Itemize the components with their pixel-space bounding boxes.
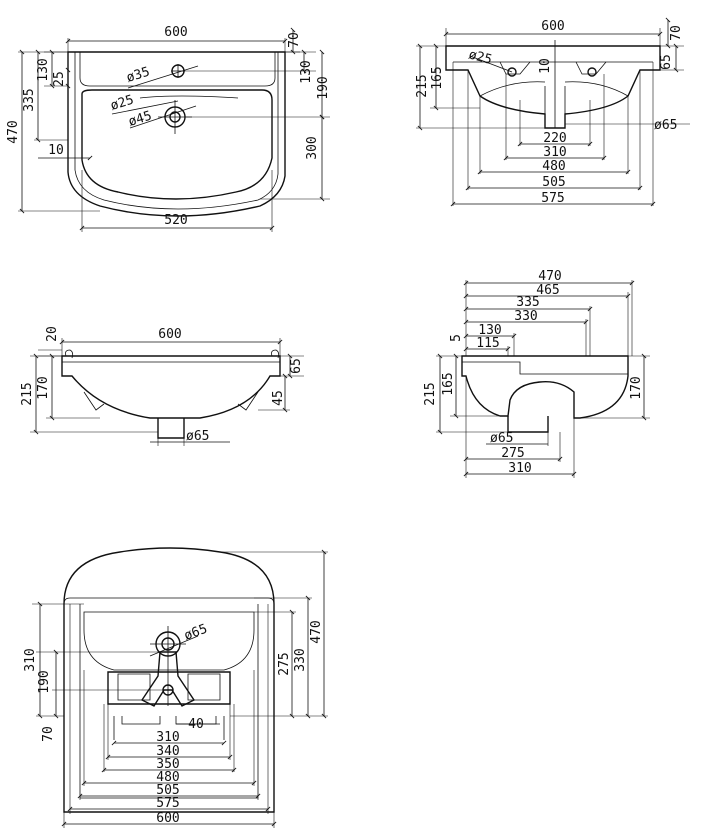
top-d130-right-label: 130 xyxy=(299,60,314,83)
top-view: 600 70 130 25 335 470 10 130 190 300 xyxy=(6,25,331,232)
bottom-w600-label: 600 xyxy=(156,811,179,826)
front-d215-label: 215 xyxy=(20,382,35,405)
side-w275-label: 275 xyxy=(501,446,524,461)
back-dia25-label: ø25 xyxy=(467,47,494,68)
bottom-d310-label: 310 xyxy=(23,648,38,671)
back-d10-label: 10 xyxy=(538,58,553,74)
top-width-600-label: 600 xyxy=(164,25,187,40)
bottom-d330-label: 330 xyxy=(293,648,308,671)
top-d335-label: 335 xyxy=(22,88,37,111)
side-d335-label: 335 xyxy=(516,295,539,310)
basin-outline xyxy=(67,51,286,217)
top-dia45-label: ø45 xyxy=(127,109,154,130)
back-w505-label: 505 xyxy=(542,175,565,190)
bottom-view: ø65 310 190 70 275 330 470 40 310 340 35… xyxy=(23,547,328,828)
top-d25-label: 25 xyxy=(52,71,67,87)
bottom-d470-label: 470 xyxy=(309,620,324,643)
bottom-w505-label: 505 xyxy=(156,783,179,798)
side-d215-label: 215 xyxy=(423,382,438,405)
side-dia65-label: ø65 xyxy=(490,431,513,446)
bottom-d190-label: 190 xyxy=(37,670,52,693)
front-d65-label: 65 xyxy=(289,358,304,374)
side-d170-label: 170 xyxy=(629,376,644,399)
side-view: 470 465 335 330 130 115 5 215 165 170 ø6… xyxy=(423,269,650,478)
front-outline xyxy=(61,355,281,419)
back-d65-label: 65 xyxy=(659,54,674,70)
side-d5-label: 5 xyxy=(449,334,464,342)
back-w575-label: 575 xyxy=(541,191,564,206)
top-d190-label: 190 xyxy=(316,76,331,99)
back-w310-label: 310 xyxy=(543,145,566,160)
side-d465-label: 465 xyxy=(536,283,559,298)
back-width-600-label: 600 xyxy=(541,19,564,34)
back-view: 600 70 65 10 215 165 ø25 ø65 220 310 480 xyxy=(415,17,690,207)
top-dia35-label: ø35 xyxy=(125,65,152,86)
bottom-outline xyxy=(63,547,275,813)
bottom-w575-label: 575 xyxy=(156,796,179,811)
front-d20-label: 20 xyxy=(45,326,60,342)
back-d70-label: 70 xyxy=(669,25,684,41)
top-d300-label: 300 xyxy=(305,136,320,159)
bottom-d70-label: 70 xyxy=(41,726,56,742)
back-d165-label: 165 xyxy=(430,66,445,89)
top-d10-label: 10 xyxy=(48,143,64,158)
front-view: 600 20 65 45 215 170 ø65 xyxy=(20,326,304,446)
front-width-600-label: 600 xyxy=(158,327,181,342)
back-w220-label: 220 xyxy=(543,131,566,146)
side-w310-label: 310 xyxy=(508,461,531,476)
side-d165-label: 165 xyxy=(441,372,456,395)
bottom-dia65-label: ø65 xyxy=(182,622,209,644)
front-d45-label: 45 xyxy=(271,390,286,406)
top-width-520-label: 520 xyxy=(164,213,187,228)
top-d470-label: 470 xyxy=(6,120,21,143)
bottom-w350-label: 350 xyxy=(156,757,179,772)
back-dia65-label: ø65 xyxy=(654,118,677,133)
bottom-w340-label: 340 xyxy=(156,744,179,759)
front-d170-label: 170 xyxy=(36,376,51,399)
side-d330-label: 330 xyxy=(514,309,537,324)
bowl-outline xyxy=(81,89,273,200)
bottom-d40-label: 40 xyxy=(188,717,204,732)
side-outline xyxy=(461,355,629,419)
top-d70-label: 70 xyxy=(287,32,302,48)
bottom-d275-label: 275 xyxy=(277,652,292,675)
bottom-w310-label: 310 xyxy=(156,730,179,745)
bottom-w480-label: 480 xyxy=(156,770,179,785)
back-w480-label: 480 xyxy=(542,159,565,174)
side-d470-label: 470 xyxy=(538,269,561,284)
back-d215-label: 215 xyxy=(415,74,430,97)
top-dia25-label: ø25 xyxy=(109,93,136,114)
side-d130-label: 130 xyxy=(478,323,501,338)
front-dia65-label: ø65 xyxy=(186,429,209,444)
side-d115-label: 115 xyxy=(476,336,499,351)
